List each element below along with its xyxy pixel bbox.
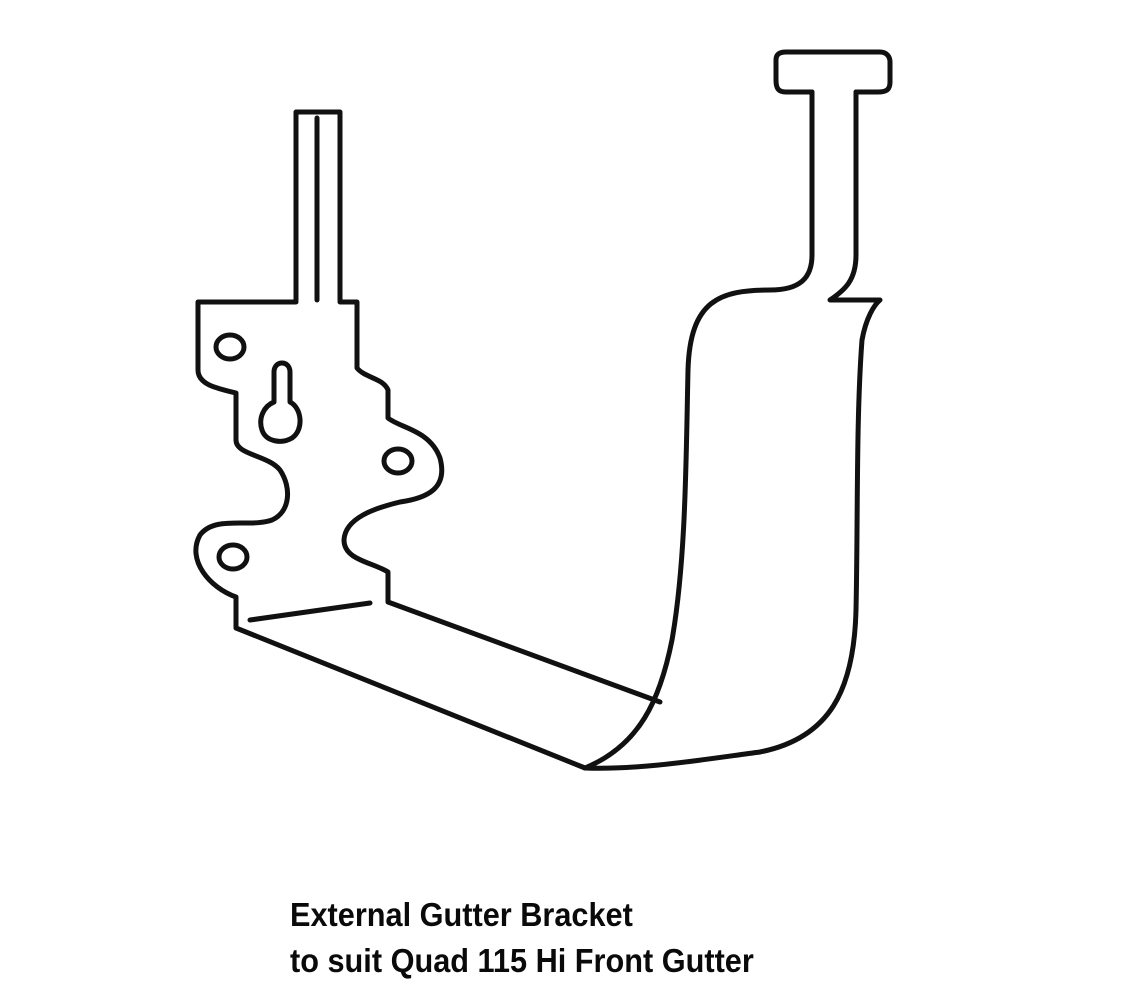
cradle-outer-curve [582,89,883,771]
keyhole-slot [258,360,303,444]
plate-fold-line [247,600,373,623]
cradle-inner-curve [582,89,815,771]
mounting-hole-top-left [213,332,247,362]
mounting-plate-right-edge [337,299,663,705]
mounting-hole-right [381,446,415,476]
mounting-plate-outline [193,299,588,771]
front-clip-tab [773,49,893,95]
rear-strap [293,109,343,303]
caption-subtitle: to suit Quad 115 Hi Front Gutter [290,942,754,979]
caption-title: External Gutter Bracket [290,896,633,933]
figure-caption: External Gutter Bracket to suit Quad 115… [290,892,754,984]
mounting-hole-bottom-left [216,542,250,572]
